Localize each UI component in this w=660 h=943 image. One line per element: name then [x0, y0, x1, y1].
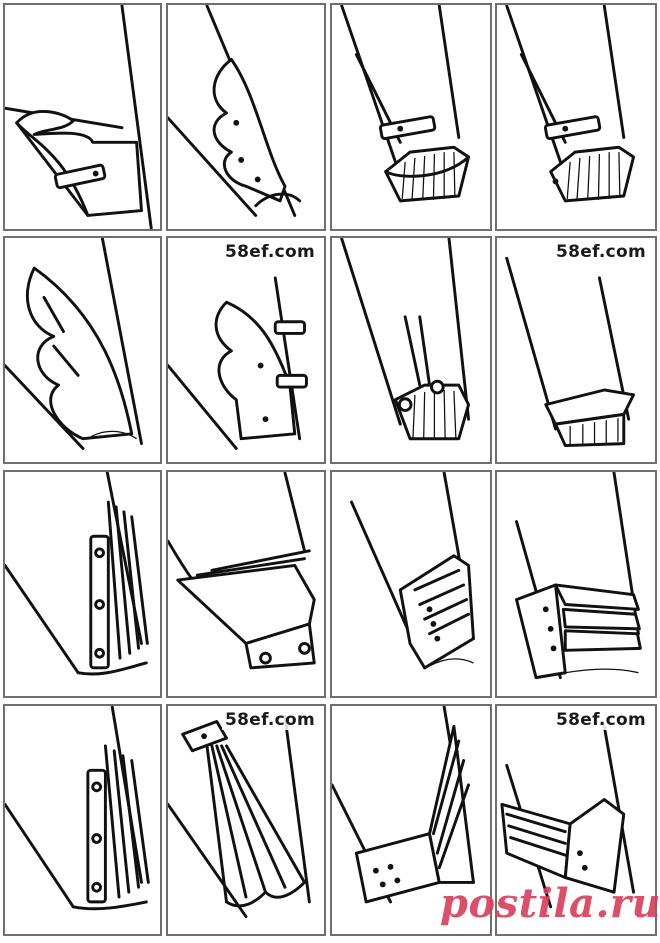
sleeve-drawing	[500, 724, 636, 909]
sketch-panel-13	[3, 704, 162, 936]
sketch-panel-11	[330, 470, 492, 698]
sleeve-drawing	[168, 472, 316, 670]
sleeve-drawing	[350, 472, 475, 670]
sleeve-drawing	[340, 5, 471, 203]
sleeve-drawing	[5, 5, 153, 229]
sketch-panel-12	[495, 470, 657, 698]
sleeve-drawing	[168, 715, 311, 918]
sketch-panel-15	[330, 704, 492, 936]
sketch-panel-16: 58ef.com	[495, 704, 657, 936]
sketch-panel-8: 58ef.com	[495, 236, 657, 464]
sleeve-drawing	[5, 472, 149, 676]
sleeve-drawing	[505, 256, 636, 448]
sleeve-drawing	[332, 706, 475, 904]
sketch-panel-2	[166, 3, 326, 231]
watermark-label: 58ef.com	[222, 710, 318, 730]
sleeve-drawing	[5, 238, 143, 450]
sleeve-drawing	[168, 276, 308, 450]
sleeve-drawing	[515, 472, 642, 680]
watermark-label: 58ef.com	[553, 242, 649, 262]
sketch-panel-9	[3, 470, 162, 698]
sketch-panel-14: 58ef.com	[166, 704, 326, 936]
sketch-panel-3	[330, 3, 492, 231]
sleeve-drawing	[340, 238, 471, 441]
watermark-label: 58ef.com	[222, 242, 318, 262]
brand-watermark: postila.ru	[440, 880, 660, 927]
sketch-panel-5	[3, 236, 162, 464]
sketch-panel-1	[3, 3, 162, 231]
sleeve-drawing	[505, 5, 636, 203]
watermark-label: 58ef.com	[553, 710, 649, 730]
sketch-panel-10	[166, 470, 326, 698]
sleeve-drawing	[5, 706, 150, 911]
sleeve-drawing	[168, 5, 302, 217]
sketch-panel-4	[495, 3, 657, 231]
sketch-panel-7	[330, 236, 492, 464]
sketch-panel-6: 58ef.com	[166, 236, 326, 464]
